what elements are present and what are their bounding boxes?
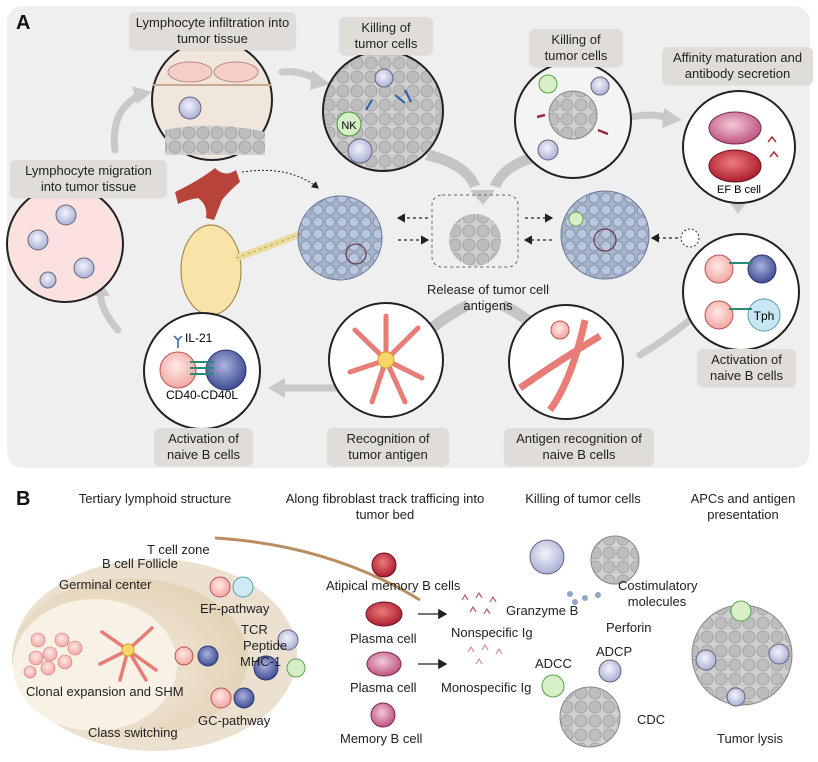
label-affinity: Affinity maturation and antibody secreti… — [662, 47, 813, 85]
label-migration: Lymphocyte migration into tumor tissue — [10, 160, 167, 198]
tls-b-follicle: B cell Follicle — [102, 556, 178, 571]
b-memory: Memory B cell — [340, 731, 423, 746]
b-cell-types — [365, 552, 403, 728]
tls-tcr: TCR — [241, 622, 268, 637]
migration-circle — [6, 185, 124, 303]
lymph-node — [175, 168, 302, 316]
header-fibroblast: Along fibroblast track trafficing into t… — [285, 491, 485, 522]
tumor-release — [431, 194, 519, 268]
label-killing-right: Killing of tumor cells — [529, 29, 623, 67]
ig-glyphs — [461, 591, 503, 665]
kill-perforin: Perforin — [606, 620, 652, 635]
tls-gc-pathway: GC-pathway — [198, 713, 271, 728]
ig-arrows — [418, 608, 448, 670]
tls-mhc: MHC-1 — [240, 654, 282, 669]
antigen-recognition-circle — [508, 304, 624, 420]
tumor-lysis: Tumor lysis — [717, 731, 783, 746]
header-killing: Killing of tumor cells — [525, 491, 641, 506]
tls-class-switching: Class switching — [88, 725, 178, 740]
kill-adcc: ADCC — [535, 656, 572, 671]
tls-t-zone: T cell zone — [147, 542, 210, 557]
tls-peptide: Peptide — [243, 638, 288, 653]
header-tls: Tertiary lymphoid structure — [78, 491, 232, 506]
recognition-circle — [328, 302, 444, 418]
label-activation-right: Activation of naive B cells — [697, 349, 796, 387]
ef-b-cell-label: EF B cell — [717, 184, 761, 196]
tph-label: Tph — [754, 309, 775, 323]
tls-structure — [12, 559, 306, 751]
killing-circle-right — [514, 61, 632, 179]
b-plasma-1: Plasma cell — [350, 631, 417, 646]
nk-label: NK — [341, 120, 357, 132]
kill-granzyme: Granzyme B — [506, 603, 579, 618]
kill-cdc: CDC — [637, 712, 666, 727]
activation-circle-right — [682, 233, 800, 351]
tumor-left — [297, 195, 383, 281]
killing-circle-left — [322, 50, 444, 172]
label-killing-left: Killing of tumor cells — [339, 17, 433, 55]
label-infiltration: Lymphocyte infiltration into tumor tissu… — [129, 12, 296, 50]
release-dash-arrows — [396, 213, 678, 245]
tls-germinal: Germinal center — [59, 577, 152, 592]
activation-circle-left — [143, 312, 261, 430]
panel-a-letter: A — [16, 12, 31, 34]
label-release: Release of tumor cell antigens — [426, 282, 550, 313]
cd40-label: CD40-CD40L — [166, 388, 238, 402]
label-recognition: Recognition of tumor antigen — [327, 428, 449, 466]
il21-label: IL-21 — [185, 331, 213, 345]
killing-tumor-b — [529, 535, 640, 748]
header-apc: APCs and antigen presentation — [690, 491, 796, 522]
b-monospecific: Monospecific Ig — [441, 680, 532, 695]
panel-b-letter: B — [16, 488, 31, 510]
tls-ef-pathway: EF-pathway — [200, 601, 270, 616]
fibroblast-track — [214, 536, 421, 602]
ef-b-cell-circle — [682, 90, 796, 204]
label-antigen-recognition: Antigen recognition of naive B cells — [504, 428, 654, 466]
label-activation-left: Activation of naive B cells — [154, 428, 253, 466]
apc-tumor — [691, 600, 793, 707]
b-atypical: Atipical memory B cells — [326, 578, 461, 593]
kill-adcp: ADCP — [596, 644, 633, 659]
b-plasma-2: Plasma cell — [350, 680, 417, 695]
kill-costim: Costimulatory molecules — [618, 578, 698, 609]
infiltration-circle — [151, 39, 273, 161]
tumor-right — [560, 190, 650, 280]
b-nonspecific: Nonspecific Ig — [451, 625, 533, 640]
tls-clonal: Clonal expansion and SHM — [26, 684, 184, 699]
